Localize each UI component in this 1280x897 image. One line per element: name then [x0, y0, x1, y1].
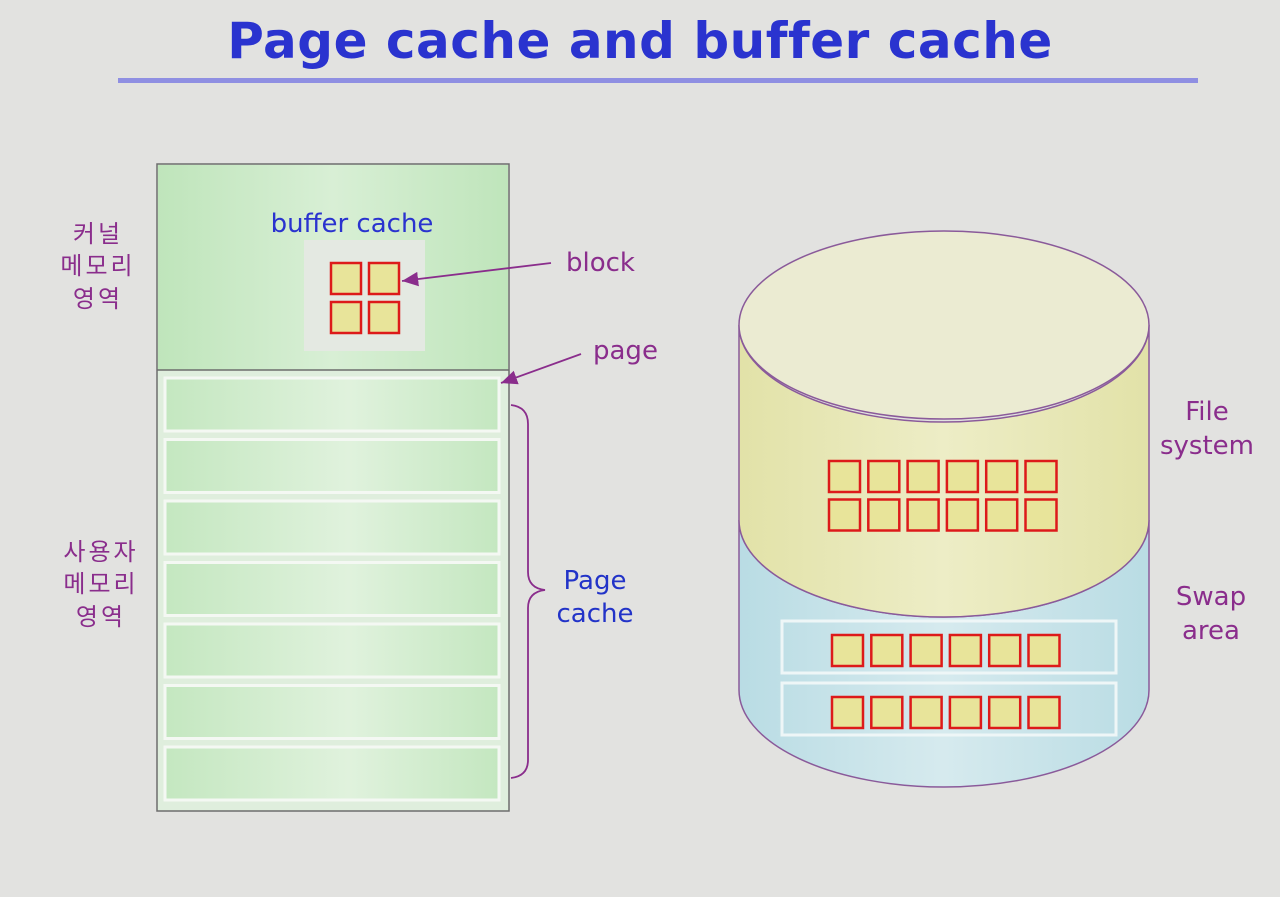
data-block: [830, 695, 865, 730]
page-label: page: [593, 336, 658, 366]
page-slot: [163, 684, 501, 740]
page-slot: [163, 376, 501, 433]
user-memory-label-line: 사용자: [63, 538, 139, 566]
data-block: [906, 459, 940, 494]
slide-title: Page cache and buffer cache: [227, 12, 1053, 70]
file-system-label-line: File: [1185, 397, 1229, 427]
data-block: [987, 633, 1022, 668]
data-block: [867, 459, 901, 494]
data-block: [329, 261, 363, 296]
block-arrow: [401, 262, 552, 287]
disk-cylinder: [738, 230, 1150, 788]
user-memory-label-line: 영역: [75, 602, 127, 631]
kernel-memory-label-line: 커널: [72, 220, 124, 248]
page-slots: [163, 376, 501, 802]
page-slot: [163, 561, 501, 617]
data-block: [367, 261, 401, 296]
disk-top: [738, 230, 1150, 420]
swap-area-label-line: area: [1182, 616, 1240, 646]
data-block: [830, 633, 865, 668]
swap-area-label-line: Swap: [1176, 582, 1246, 612]
page-slot: [163, 745, 501, 802]
data-block: [948, 633, 983, 668]
file-system-region: [738, 324, 1150, 618]
data-block: [906, 498, 940, 532]
data-block: [1024, 498, 1058, 532]
data-block: [867, 498, 901, 532]
buffer-cache-box: [304, 240, 425, 351]
kernel-memory-label: 커널 메모리 영역: [48, 218, 148, 315]
data-block: [984, 459, 1019, 494]
memory-diagram: [156, 163, 510, 812]
page-cache-label-line: Page: [564, 566, 627, 596]
page-slot: [163, 499, 501, 556]
page-cache-brace: [510, 404, 546, 779]
data-block: [987, 695, 1022, 730]
data-block: [945, 459, 980, 494]
data-block: [984, 498, 1019, 532]
swap-rows: [780, 619, 1118, 737]
user-memory-label: 사용자 메모리 영역: [48, 536, 154, 633]
file-system-label-line: system: [1160, 431, 1254, 461]
kernel-memory-label-line: 영역: [72, 284, 124, 313]
data-block: [948, 695, 983, 730]
data-block: [945, 498, 980, 532]
data-block: [1027, 633, 1061, 668]
swap-slot: [780, 619, 1118, 675]
data-block: [827, 498, 862, 532]
user-memory-label-line: 메모리: [63, 570, 139, 599]
data-block: [1027, 695, 1061, 730]
data-block: [909, 633, 943, 668]
data-block: [870, 695, 904, 730]
page-cache-label-line: cache: [557, 599, 634, 629]
data-block: [870, 633, 904, 668]
data-block: [329, 300, 363, 335]
title-underline: [118, 78, 1198, 83]
buffer-blocks: [329, 261, 401, 335]
swap-slot: [780, 681, 1118, 737]
data-block: [367, 300, 401, 335]
kernel-memory-label-line: 메모리: [60, 252, 136, 281]
page-slot: [163, 622, 501, 679]
file-system-blocks: [827, 459, 1058, 532]
data-block: [1024, 459, 1058, 494]
data-block: [909, 695, 943, 730]
page-arrow: [500, 353, 582, 385]
block-label: block: [566, 248, 635, 278]
data-block: [827, 459, 862, 494]
page-slot: [163, 438, 501, 494]
buffer-cache-label: buffer cache: [271, 209, 434, 239]
